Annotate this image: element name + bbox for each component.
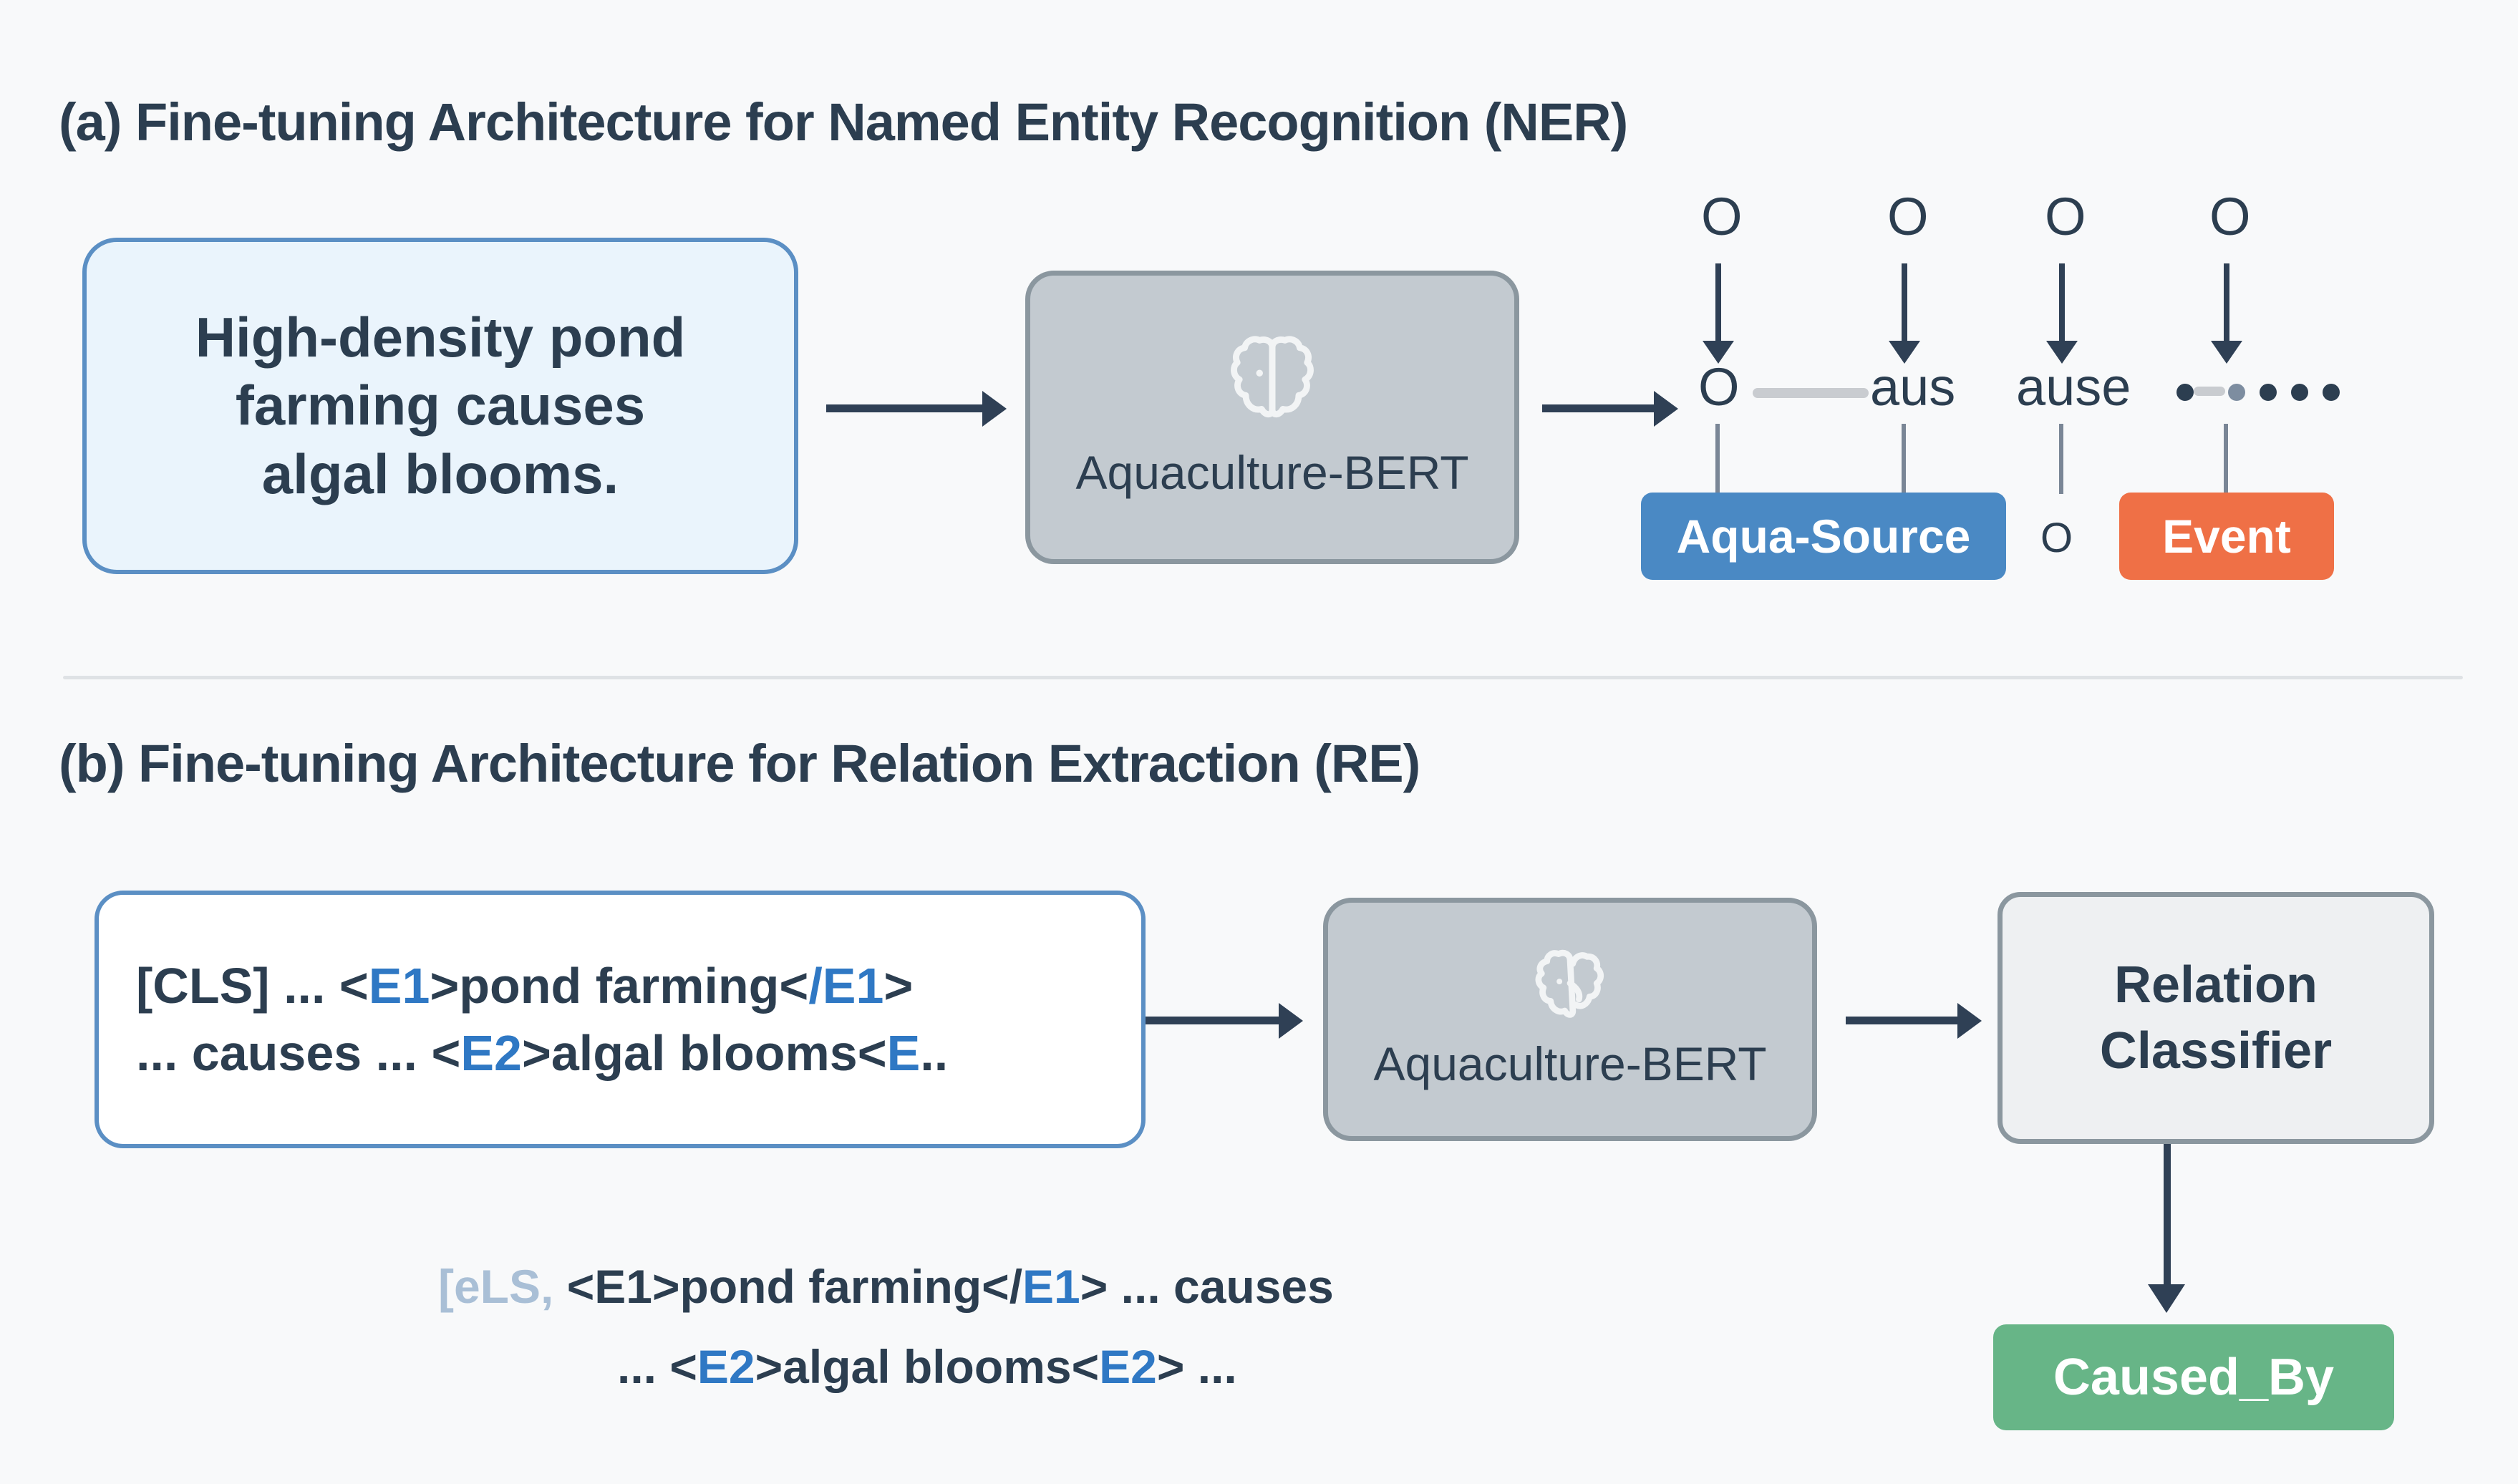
arrow-classifier-to-result [2148,1144,2185,1313]
ner-arrow-down-3 [2211,263,2242,364]
aquaculture-bert-label-a: Aquaculture-BERT [1075,446,1469,499]
ner-tag-stem-2 [2059,424,2063,494]
section-a-title: (a) Fine-tuning Architecture for Named E… [59,92,1628,152]
bseq1-seg-2: E1 [594,1260,652,1313]
relation-classifier-line-2: Classifier [2099,1022,2333,1080]
ner-input-sentence-text: High-density pond farming causes algal b… [195,306,686,505]
arrow-input-to-bert-a [826,391,1007,427]
arrow-bert-to-output-a [1542,391,1678,427]
re-line1-seg-4: > [883,957,914,1014]
ner-token-2: ause [2016,357,2131,417]
bseq1-seg-0: [eLS‚ [438,1260,554,1313]
arrow-input-to-bert-b [1146,1003,1303,1039]
relation-result-label: Caused_By [2053,1349,2335,1406]
ner-ellipsis-dot-0 [2176,384,2194,401]
bseq2-seg-2: >algal blooms< [755,1340,1100,1393]
ner-ellipsis-dot-3 [2291,384,2308,401]
re-input-line-2: ... causes ... <E2>algal blooms<E.. [136,1019,948,1087]
aquaculture-bert-box-b: Aquaculture-BERT [1323,898,1817,1141]
ner-top-label-0: O [1701,187,1743,246]
ner-tag-aqua-source-label: Aqua-Source [1676,510,1971,563]
bseq2-seg-4: > ... [1156,1340,1237,1393]
ner-token-1: aus [1870,357,1956,417]
re-line2-seg-0: ... causes ... < [136,1025,461,1081]
ner-tag-stem-0 [1715,424,1720,494]
re-bottom-line-2: ... <E2>algal blooms<E2> ... [617,1332,1237,1402]
relation-classifier-box: Relation Classifier [1998,892,2434,1144]
relation-classifier-line-1: Relation [2113,956,2318,1014]
arrow-bert-to-classifier [1846,1003,1982,1039]
ner-ellipsis-bar [2194,387,2225,396]
bseq2-seg-0: ... < [617,1340,697,1393]
ner-ellipsis-dot-2 [2260,384,2277,401]
ner-input-sentence-box: High-density pond farming causes algal b… [82,238,798,574]
re-line2-seg-1: E2 [460,1025,522,1081]
ner-arrow-down-2 [2046,263,2078,364]
section-divider [63,676,2463,679]
bseq1-seg-4: E1 [1022,1260,1080,1313]
ner-top-label-3: O [2209,187,2251,246]
aquaculture-bert-box-a: Aquaculture-BERT [1025,271,1519,564]
bseq2-seg-1: E2 [697,1340,755,1393]
ner-output-cluster: O O O O O aus ause Aqua-Source O Event [1641,186,2492,587]
ner-top-label-2: O [2045,187,2086,246]
ner-tag-o: O [2040,515,2073,561]
re-input-line-1: [CLS] ... <E1>pond farming</E1> [136,952,913,1020]
re-line1-seg-1: E1 [368,957,430,1014]
re-line2-seg-2: >algal blooms< [521,1025,887,1081]
re-line1-seg-0: [CLS] ... < [136,957,369,1014]
re-line1-seg-3: /E1 [808,957,884,1014]
bseq2-seg-3: E2 [1099,1340,1157,1393]
bseq1-seg-5: > ... causes [1080,1260,1334,1313]
re-line1-seg-2: >pond farming< [430,957,809,1014]
section-b-title: (b) Fine-tuning Architecture for Relatio… [59,734,1420,793]
bseq1-seg-1: < [553,1260,595,1313]
ner-arrow-down-1 [1889,263,1920,364]
ner-token-0: O [1698,357,1740,417]
re-input-sequence-box: [CLS] ... <E1>pond farming</E1> ... caus… [95,891,1146,1148]
aquaculture-bert-label-b: Aquaculture-BERT [1373,1037,1767,1090]
ner-tag-stem-1 [1902,424,1906,494]
re-line2-seg-4: .. [920,1025,949,1081]
ner-tag-event-label: Event [2162,510,2291,563]
ner-tag-event[interactable]: Event [2119,493,2334,580]
brain-icon [1525,948,1615,1029]
ner-tag-stem-3 [2224,424,2228,494]
ner-token-connector-bar [1753,388,1869,398]
ner-top-label-1: O [1887,187,1929,246]
bseq1-seg-3: >pond farming</ [652,1260,1023,1313]
brain-icon [1219,335,1326,432]
ner-ellipsis-dot-1 [2228,384,2245,401]
ner-arrow-down-0 [1703,263,1734,364]
ner-ellipsis-dot-4 [2323,384,2340,401]
re-line2-seg-3: E [886,1025,921,1081]
ner-tag-aqua-source[interactable]: Aqua-Source [1641,493,2006,580]
relation-result-badge[interactable]: Caused_By [1993,1324,2394,1430]
re-bottom-line-1: [eLS‚ <E1>pond farming</E1> ... causes [438,1251,1334,1322]
